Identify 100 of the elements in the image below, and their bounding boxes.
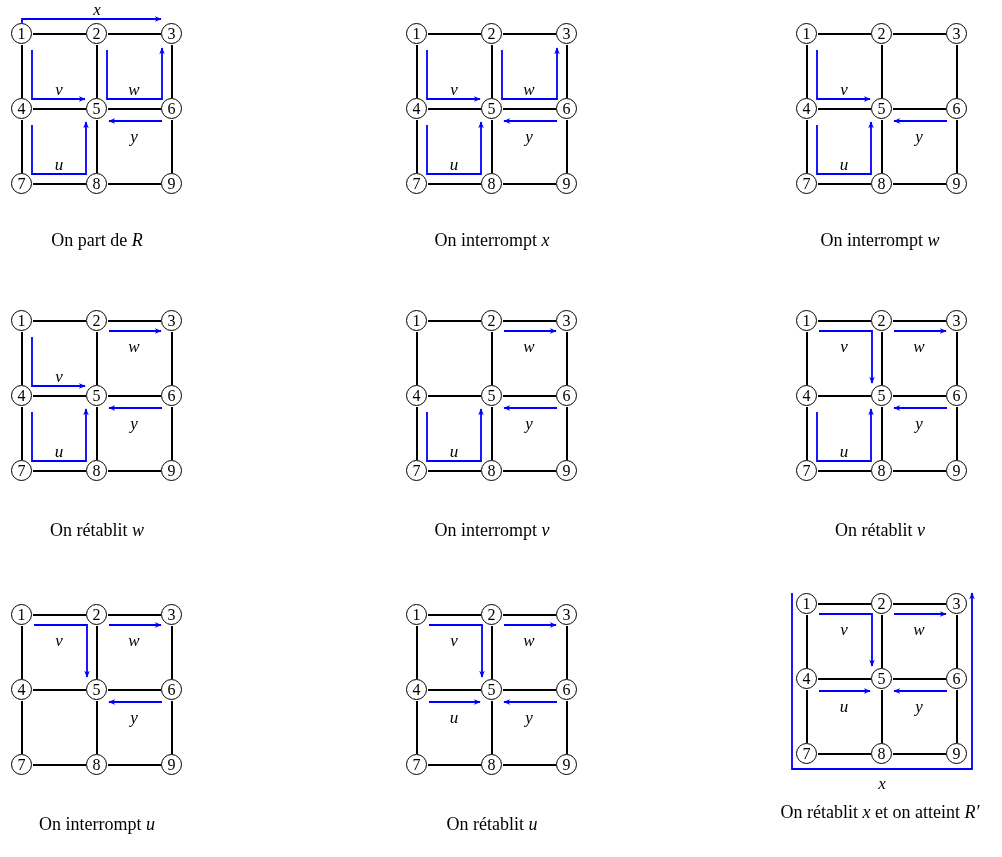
numbered-circle: 9 [555,459,577,481]
numbered-circle: 4 [405,97,427,119]
grid-line [416,625,418,680]
grid-line [171,625,173,680]
numbered-circle: 1 [405,22,427,44]
grid-line [892,753,947,755]
grid-line [806,614,808,669]
grid-line [491,331,493,386]
route-arrow [31,121,89,175]
numbered-circle: 1 [795,22,817,44]
grid-line [491,44,493,99]
numbered-circle: 5 [870,667,892,689]
numbered-circle: 6 [555,384,577,406]
grid-line [427,33,482,35]
numbered-circle: 4 [405,384,427,406]
grid-line [892,183,947,185]
grid-line [491,625,493,680]
numbered-circle: 2 [870,592,892,614]
route-arrow [501,47,560,100]
numbered-circle: 3 [555,22,577,44]
numbered-circle: 3 [555,603,577,625]
numbered-circle: 3 [160,309,182,331]
grid-line [107,614,162,616]
route-arrow [503,699,558,705]
grid-line [817,320,872,322]
numbered-circle: 3 [945,22,967,44]
panel-caption: On part de R [50,229,144,252]
grid-line [817,678,872,680]
route-arrow [818,613,875,667]
route-arrow [108,622,162,628]
numbered-circle: 8 [85,459,107,481]
grid-line [96,700,98,755]
panel-caption: On interrompt x [433,229,551,252]
grid-line [491,700,493,755]
grid-line [32,108,87,110]
numbered-circle: 3 [945,309,967,331]
route-arrow [21,16,162,24]
grid-line [956,689,958,744]
grid-line [32,470,87,472]
grid-line [32,689,87,691]
numbered-circle: 4 [795,97,817,119]
numbered-circle: 1 [10,22,32,44]
grid-line [817,603,872,605]
grid-line [171,119,173,174]
grid-line [502,614,557,616]
numbered-circle: 6 [555,678,577,700]
numbered-circle: 7 [405,459,427,481]
route-arrow [33,624,90,678]
grid-line [892,33,947,35]
route-arrow [893,405,948,411]
grid-line [806,689,808,744]
grid-line [881,614,883,669]
grid-line [502,764,557,766]
grid-line [171,331,173,386]
numbered-circle: 8 [480,459,502,481]
numbered-circle: 3 [160,603,182,625]
grid-line [502,470,557,472]
grid-line [107,108,162,110]
grid-line [96,44,98,99]
numbered-circle: 4 [795,667,817,689]
grid-line [491,119,493,174]
grid-line [566,119,568,174]
numbered-circle: 5 [480,678,502,700]
grid-line [502,33,557,35]
grid-line [107,764,162,766]
grid-line [892,320,947,322]
grid-line [881,119,883,174]
numbered-circle: 9 [160,753,182,775]
route-arrow [428,699,481,705]
panel-caption: On interrompt v [433,519,551,542]
route-arrow [893,688,948,694]
grid-line [427,395,482,397]
panel-caption: On rétablit w [49,519,145,542]
grid-line [32,183,87,185]
numbered-circle: 7 [405,753,427,775]
grid-line [956,44,958,99]
route-arrow [31,49,86,102]
numbered-circle: 2 [870,309,892,331]
grid-line [892,678,947,680]
numbered-circle: 4 [405,678,427,700]
grid-line [502,395,557,397]
numbered-circle: 6 [160,678,182,700]
grid-line [32,614,87,616]
grid-line [817,108,872,110]
route-arrow [108,699,163,705]
grid-line [107,470,162,472]
numbered-circle: 6 [945,384,967,406]
numbered-circle: 6 [945,97,967,119]
grid-line [107,183,162,185]
route-arrow [426,121,484,175]
grid-line [21,700,23,755]
numbered-circle: 7 [10,753,32,775]
grid-line [427,320,482,322]
route-arrow [503,622,557,628]
grid-line [566,625,568,680]
numbered-circle: 7 [10,172,32,194]
grid-line [416,44,418,99]
grid-line [881,689,883,744]
numbered-circle: 4 [10,678,32,700]
numbered-circle: 8 [870,172,892,194]
